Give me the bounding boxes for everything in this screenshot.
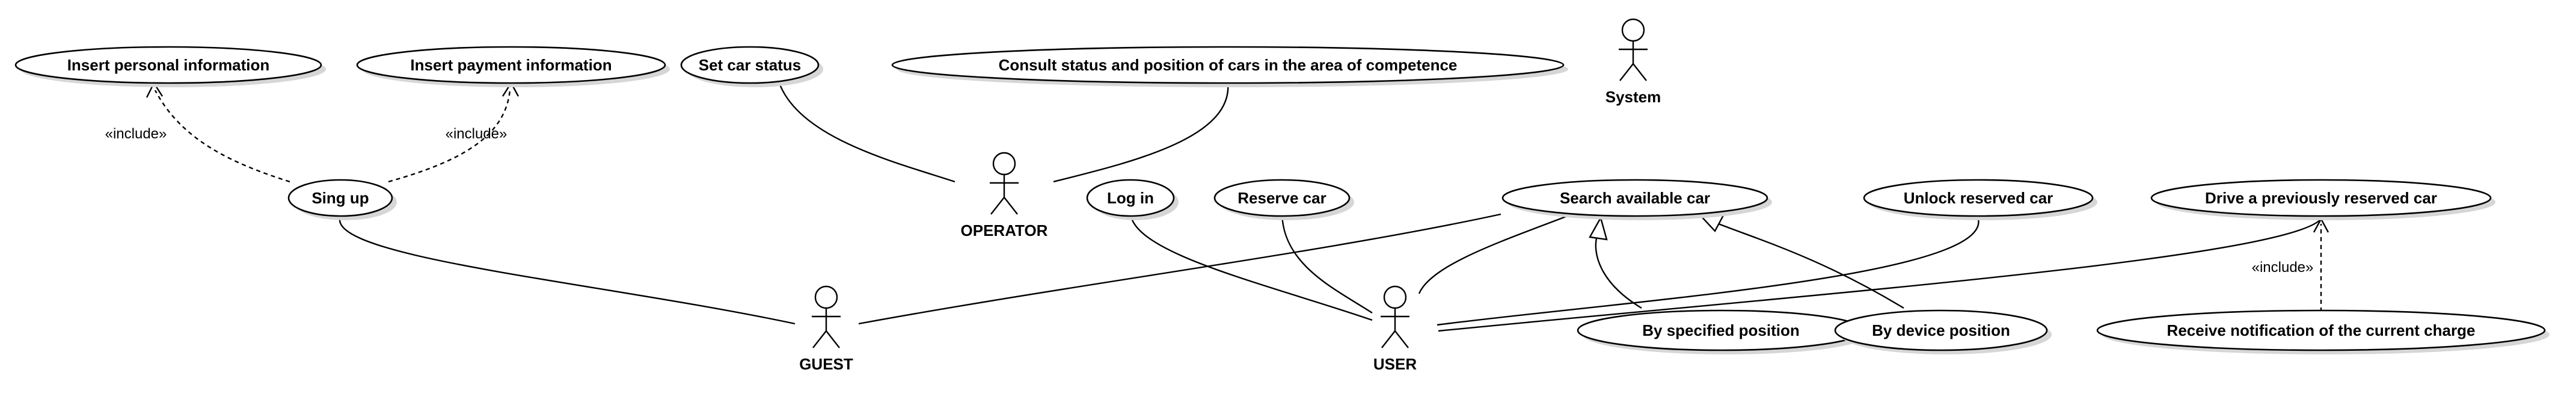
actor-system[interactable]: System: [1605, 18, 1661, 106]
actor-head-icon: [992, 152, 1016, 176]
use-case-label: By specified position: [1642, 321, 1800, 339]
use-case-unlock-reserved-car[interactable]: Unlock reserved car: [1863, 179, 2097, 220]
use-case-by-device-position[interactable]: By device position: [1834, 309, 2052, 354]
stereotype-include-payment: «include»: [446, 126, 508, 142]
actor-label: USER: [1373, 355, 1417, 373]
stereotype-labels: «include» «include» «include»: [105, 126, 2314, 276]
assoc-operator-set-car-status[interactable]: [778, 82, 955, 183]
use-case-label: Log in: [1107, 189, 1154, 207]
actor-head-icon: [1621, 18, 1645, 42]
actor-head-icon: [814, 285, 838, 309]
use-case-consult-status[interactable]: Consult status and position of cars in t…: [891, 46, 1568, 87]
assoc-user-log-in[interactable]: [1129, 211, 1373, 321]
actor-head-icon: [1383, 285, 1407, 309]
assoc-guest-sing-up[interactable]: [339, 218, 796, 325]
assoc-user-unlock-car[interactable]: [1437, 218, 1980, 326]
use-case-log-in[interactable]: Log in: [1086, 179, 1179, 220]
use-case-search-available-car[interactable]: Search available car: [1501, 179, 1772, 220]
use-case-label: Consult status and position of cars in t…: [999, 56, 1458, 74]
use-case-label: Sing up: [311, 189, 369, 207]
include-sing-up-payment[interactable]: [388, 90, 511, 183]
actor-label: OPERATOR: [961, 221, 1048, 239]
stereotype-include-notification: «include»: [2252, 259, 2314, 276]
use-case-label: Unlock reserved car: [1904, 189, 2053, 207]
use-case-label: Search available car: [1560, 189, 1710, 207]
use-case-receive-notification[interactable]: Receive notification of the current char…: [2096, 309, 2550, 354]
use-case-label: Insert payment information: [410, 56, 612, 74]
use-case-label: Set car status: [699, 56, 802, 74]
use-cases: Insert personal information Insert payme…: [14, 46, 2550, 354]
assoc-guest-search-car[interactable]: [858, 213, 1501, 325]
use-case-drive-reserved-car[interactable]: Drive a previously reserved car: [2150, 179, 2495, 220]
relationships: [146, 81, 2329, 332]
use-case-label: By device position: [1872, 321, 2010, 339]
include-sing-up-personal[interactable]: [154, 90, 290, 183]
use-case-label: Receive notification of the current char…: [2167, 321, 2476, 339]
assoc-operator-consult-status[interactable]: [1053, 82, 1229, 183]
assoc-user-search-car[interactable]: [1418, 215, 1566, 294]
stereotype-include-personal: «include»: [105, 126, 167, 142]
assoc-user-drive-car[interactable]: [1438, 218, 2322, 332]
use-case-reserve-car[interactable]: Reserve car: [1213, 179, 1354, 220]
use-case-label: Insert personal information: [67, 56, 270, 74]
actors: System OPERATOR GUEST USER: [799, 18, 1661, 373]
actor-label: System: [1605, 88, 1661, 106]
generalization-arrowhead-specified: [1589, 215, 1608, 241]
generalization-by-device-position[interactable]: [1718, 223, 1904, 309]
actor-guest[interactable]: GUEST: [799, 285, 853, 373]
use-case-by-specified-position[interactable]: By specified position: [1577, 309, 1869, 354]
use-case-sing-up[interactable]: Sing up: [287, 179, 397, 220]
use-case-insert-personal-information[interactable]: Insert personal information: [14, 46, 326, 87]
use-case-set-car-status[interactable]: Set car status: [680, 46, 823, 87]
use-case-insert-payment-information[interactable]: Insert payment information: [356, 46, 670, 87]
generalization-by-specified-position[interactable]: [1595, 235, 1642, 309]
actor-label: GUEST: [799, 355, 853, 373]
use-case-label: Drive a previously reserved car: [2205, 189, 2437, 207]
actor-operator[interactable]: OPERATOR: [961, 152, 1048, 239]
use-case-label: Reserve car: [1237, 189, 1326, 207]
actor-user[interactable]: USER: [1373, 285, 1417, 373]
assoc-user-reserve-car[interactable]: [1281, 211, 1373, 314]
